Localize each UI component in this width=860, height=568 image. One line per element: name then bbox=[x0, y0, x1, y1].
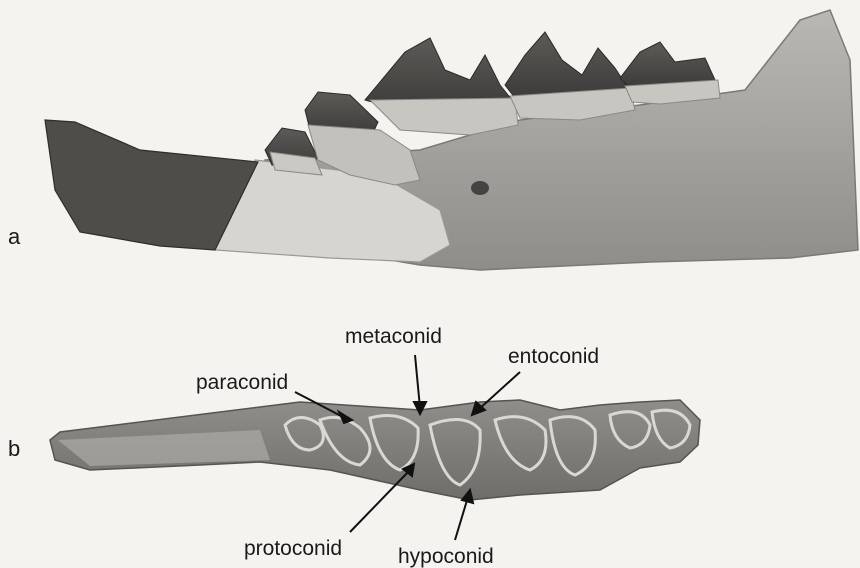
jaw-lateral-view bbox=[45, 10, 858, 270]
protoconid-label: protoconid bbox=[244, 538, 342, 559]
paraconid-label: paraconid bbox=[196, 372, 288, 393]
mental-foramen bbox=[471, 181, 489, 195]
metaconid-arrow bbox=[415, 355, 420, 408]
hypoconid-arrow bbox=[455, 497, 468, 540]
panel-label-b: b bbox=[8, 438, 20, 460]
jaw-occlusal-view bbox=[50, 400, 700, 500]
hypoconid-label: hypoconid bbox=[398, 546, 494, 567]
molar-2 bbox=[505, 32, 628, 98]
panel-label-a: a bbox=[8, 226, 20, 248]
entoconid-label: entoconid bbox=[508, 346, 599, 367]
metaconid-label: metaconid bbox=[345, 326, 442, 347]
